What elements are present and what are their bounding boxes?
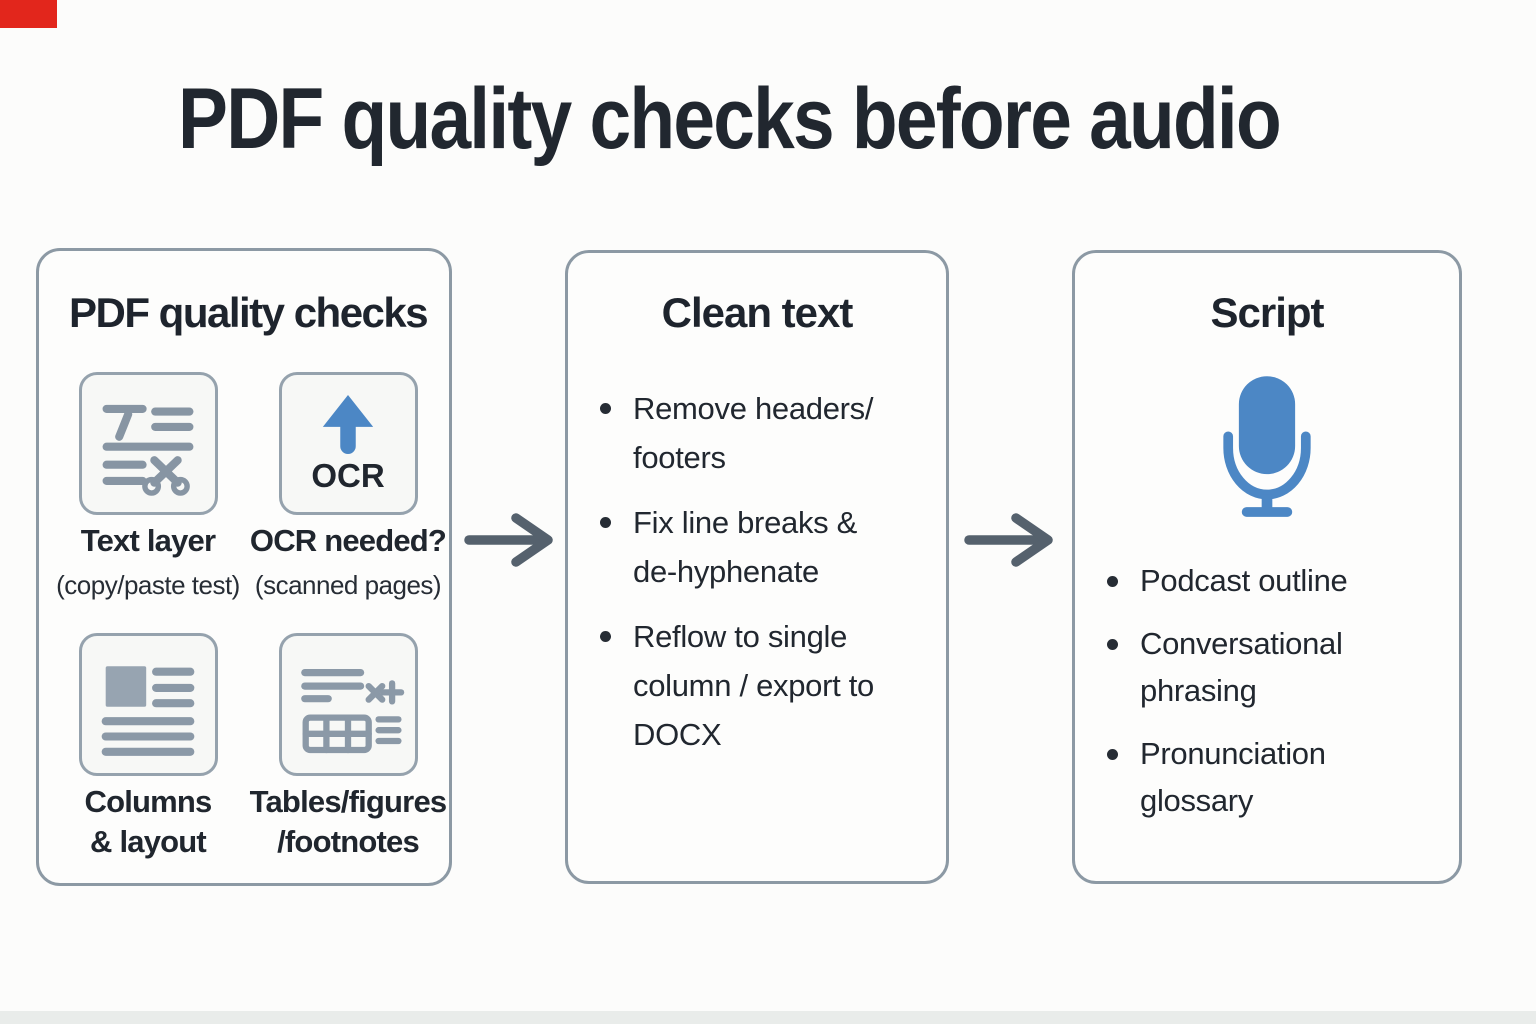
page-title: PDF quality checks before audio xyxy=(178,71,1282,167)
ocr-upload-arrow-icon: OCR xyxy=(278,372,418,515)
microphone-icon xyxy=(1219,374,1316,525)
flow-arrow-2-icon xyxy=(964,513,1053,567)
check-item-sublabel: (scanned pages) xyxy=(254,570,442,600)
bullet-dot xyxy=(1107,639,1118,650)
bullet-item: Fix line breaks & de-hyphenate xyxy=(599,498,936,596)
bullet-dot xyxy=(600,517,611,528)
panel-clean-text: Clean text Remove headers/ footers Fix l… xyxy=(565,250,949,884)
script-bullet-list: Podcast outline Conversational phrasing … xyxy=(1106,557,1449,840)
bottom-edge-band xyxy=(0,1011,1536,1024)
bullet-dot xyxy=(1107,749,1118,760)
flow-arrow-1-icon xyxy=(464,513,553,567)
check-item-label: Columns & layout xyxy=(84,784,212,859)
bullet-dot xyxy=(600,403,611,414)
ocr-label: OCR xyxy=(311,457,385,494)
panel-script-title: Script xyxy=(1210,289,1324,336)
check-item-columns-layout: Columns & layout xyxy=(48,633,248,862)
panel-script: Script Podcast outline Conversational ph… xyxy=(1072,250,1462,884)
check-item-label: OCR needed? xyxy=(249,523,447,558)
check-item-label: Tables/figures /footnotes xyxy=(249,784,447,859)
bullet-item: Podcast outline xyxy=(1106,557,1449,604)
bullet-item: Conversational phrasing xyxy=(1106,620,1449,714)
corner-mark xyxy=(0,0,57,28)
bullet-item: Remove headers/ footers xyxy=(599,384,936,482)
columns-layout-icon xyxy=(78,633,218,776)
panel-pdf-quality-checks: PDF quality checks Text la xyxy=(36,248,452,886)
bullet-item: Reflow to single column / export to DOCX xyxy=(599,612,936,759)
clean-text-bullet-list: Remove headers/ footers Fix line breaks … xyxy=(599,384,936,775)
bullet-dot xyxy=(1107,576,1118,587)
panel-clean-title: Clean text xyxy=(661,289,854,336)
text-layer-scissors-icon xyxy=(78,372,218,515)
check-item-label: Text layer xyxy=(80,523,216,558)
check-item-tables-figures: Tables/figures /footnotes xyxy=(248,633,448,862)
check-item-sublabel: (copy/paste test) xyxy=(56,570,240,600)
tables-grid-icon xyxy=(278,633,418,776)
panel-checks-title: PDF quality checks xyxy=(69,289,429,336)
check-item-text-layer: Text layer (copy/paste test) xyxy=(48,372,248,601)
bullet-item: Pronunciation glossary xyxy=(1106,730,1449,824)
bullet-dot xyxy=(600,631,611,642)
check-item-ocr-needed: OCR OCR needed? (scanned pages) xyxy=(248,372,448,601)
